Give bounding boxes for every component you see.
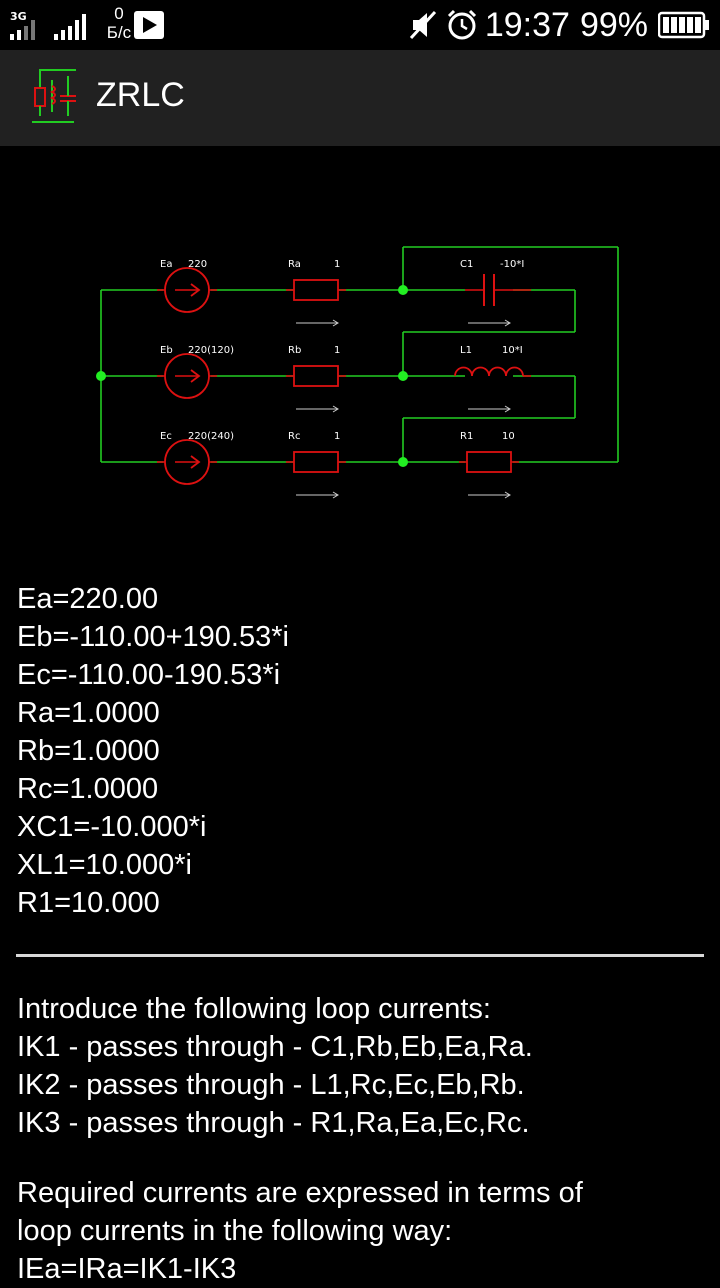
current-arrows (296, 319, 511, 499)
resistor-value-label: 1 (334, 431, 340, 442)
data-rate-unit: Б/с (106, 23, 132, 42)
required-line: Required currents are expressed in terms… (17, 1177, 583, 1209)
data-rate-value: 0 (114, 4, 124, 23)
source-value-label: 220 (188, 259, 207, 270)
source-name-label: Ec (160, 431, 172, 442)
source-name-label: Ea (160, 259, 172, 270)
intro-line: IK3 - passes through - R1,Ra,Ea,Ec,Rc. (17, 1107, 530, 1139)
source-value-label: 220(240) (188, 431, 234, 442)
intro-line: Introduce the following loop currents: (17, 993, 491, 1025)
mute-icon (409, 10, 436, 40)
battery-percent: 99% (579, 5, 648, 44)
source-arrow-head (190, 455, 201, 469)
data-rate-indicator: 0 Б/с (102, 4, 136, 42)
current-arrow-head (332, 319, 339, 327)
required-line: IEa=IRa=IK1-IK3 (17, 1253, 237, 1285)
resistor-icon (293, 365, 339, 387)
intro-line: IK1 - passes through - C1,Rb,Eb,Ea,Ra. (17, 1031, 533, 1063)
status-bar: 3G 0 Б/с 19:37 99% (0, 0, 720, 50)
battery-icon (658, 11, 709, 39)
circuit-nodes (96, 285, 408, 467)
circuit-wires (100, 246, 619, 463)
status-right: 19:37 99% (407, 0, 710, 50)
value-line: Eb=-110.00+190.53*i (17, 621, 289, 653)
loop-currents-intro: Introduce the following loop currents: IK… (17, 990, 707, 1142)
load-value-label: 10*I (502, 345, 523, 356)
network-type-label: 3G (10, 10, 27, 23)
resistor-name-label: Ra (288, 259, 301, 270)
resistor-name-label: Rb (288, 345, 301, 356)
circuit-logo-icon (32, 69, 76, 123)
value-line: Ec=-110.00-190.53*i (17, 659, 281, 691)
resistor-name-label: Rc (288, 431, 300, 442)
current-arrow-head (504, 319, 511, 327)
app-bar: ZRLC (0, 50, 720, 146)
status-left: 3G (8, 6, 178, 46)
load-value-label: -10*I (500, 259, 524, 270)
circuit-components (157, 267, 531, 485)
current-arrow-head (504, 491, 511, 499)
status-time: 19:37 (484, 5, 570, 44)
required-line: loop currents in the following way: (17, 1215, 453, 1247)
value-line: XL1=10.000*i (17, 849, 192, 881)
source-arrow-head (190, 369, 201, 383)
resistor-icon (293, 279, 339, 301)
value-line: Rc=1.0000 (17, 773, 159, 805)
value-line: XC1=-10.000*i (17, 811, 207, 843)
signal-icon: 3G (10, 10, 86, 40)
source-arrow-head (190, 283, 201, 297)
resistor-value-label: 1 (334, 259, 340, 270)
value-line: R1=10.000 (17, 887, 160, 919)
inductor-icon (454, 366, 524, 377)
junction-node (398, 457, 408, 467)
source-name-label: Eb (160, 345, 173, 356)
junction-node (96, 371, 106, 381)
load-name-label: C1 (460, 259, 473, 270)
value-line: Rb=1.0000 (17, 735, 160, 767)
load-name-label: L1 (460, 345, 472, 356)
value-line: Ra=1.0000 (17, 697, 160, 729)
resistor-value-label: 1 (334, 345, 340, 356)
divider (16, 954, 704, 957)
resistor-icon (293, 451, 339, 473)
app-title: ZRLC (96, 76, 185, 114)
junction-node (398, 285, 408, 295)
current-arrow-head (332, 491, 339, 499)
current-arrow-head (504, 405, 511, 413)
intro-line: IK2 - passes through - L1,Rc,Ec,Eb,Rb. (17, 1069, 525, 1101)
value-line: Ea=220.00 (17, 583, 159, 615)
resistor-icon (466, 451, 512, 473)
current-arrow-head (332, 405, 339, 413)
junction-node (398, 371, 408, 381)
load-name-label: R1 (460, 431, 473, 442)
source-value-label: 220(120) (188, 345, 234, 356)
play-store-icon (134, 11, 164, 39)
alarm-icon (447, 9, 476, 40)
required-currents: Required currents are expressed in terms… (17, 1174, 707, 1288)
load-value-label: 10 (502, 431, 515, 442)
